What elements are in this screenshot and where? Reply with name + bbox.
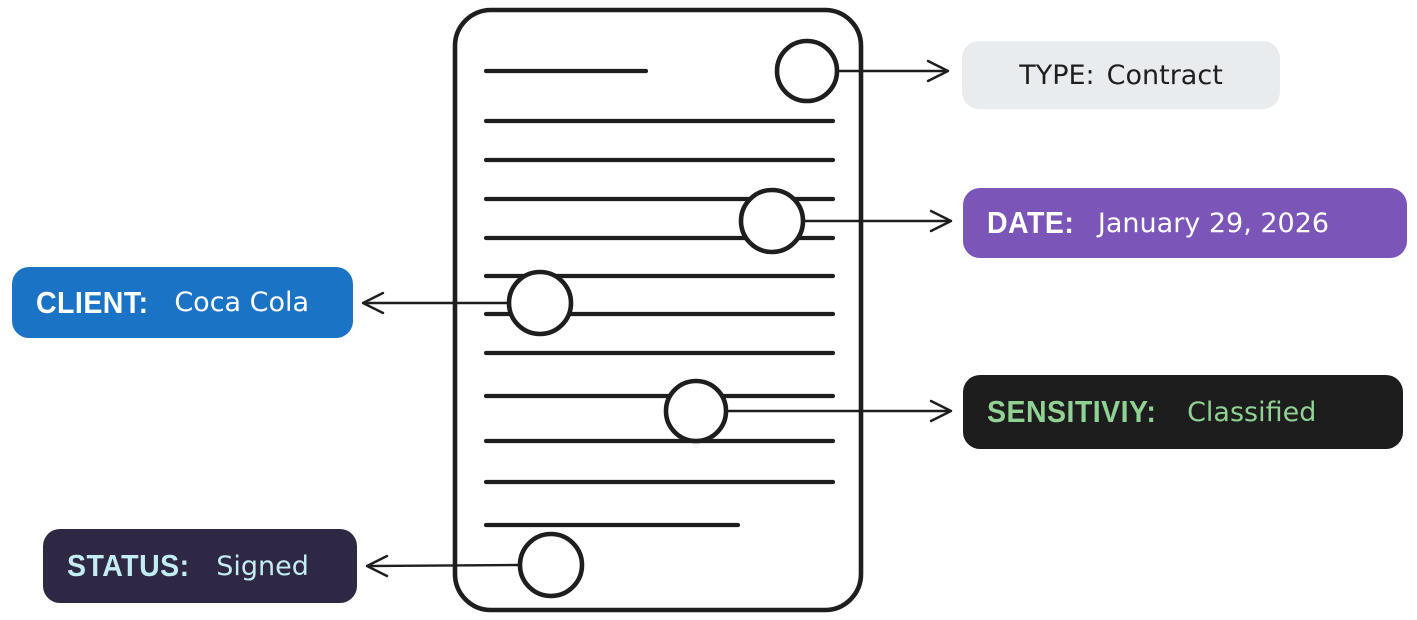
callout-circle-date (738, 187, 806, 255)
callout-circle-sensitivity (663, 378, 729, 444)
sensitivity-value: Classified (1187, 396, 1317, 428)
status-label: STATUS: (67, 548, 190, 583)
type-value: Contract (1106, 59, 1223, 91)
badge-type: TYPE: Contract (962, 41, 1280, 109)
status-value: Signed (216, 550, 309, 582)
sensitivity-label: SENSITIVIY: (987, 394, 1157, 429)
badge-sensitivity: SENSITIVIY: Classified (963, 375, 1403, 449)
date-label: DATE: (987, 205, 1075, 240)
type-label: TYPE: (1019, 59, 1095, 91)
connector-arrows (361, 59, 953, 578)
badge-status: STATUS: Signed (43, 529, 357, 603)
document-text-lines (483, 68, 836, 528)
arrowhead-date (929, 209, 953, 233)
client-label: CLIENT: (36, 284, 149, 320)
badge-date: DATE: January 29, 2026 (963, 188, 1407, 258)
callout-circle-client (506, 269, 574, 337)
arrowhead-sensitivity (929, 399, 953, 423)
client-value: Coca Cola (174, 287, 310, 318)
badge-client: CLIENT: Coca Cola (12, 267, 353, 338)
arrowhead-status (365, 554, 389, 578)
date-value: January 29, 2026 (1097, 207, 1330, 239)
arrowhead-type (926, 59, 950, 83)
arrowhead-client (361, 291, 385, 315)
arrow-to-status (366, 563, 520, 568)
callout-circle-type (774, 38, 840, 104)
callout-circle-status (517, 531, 585, 599)
